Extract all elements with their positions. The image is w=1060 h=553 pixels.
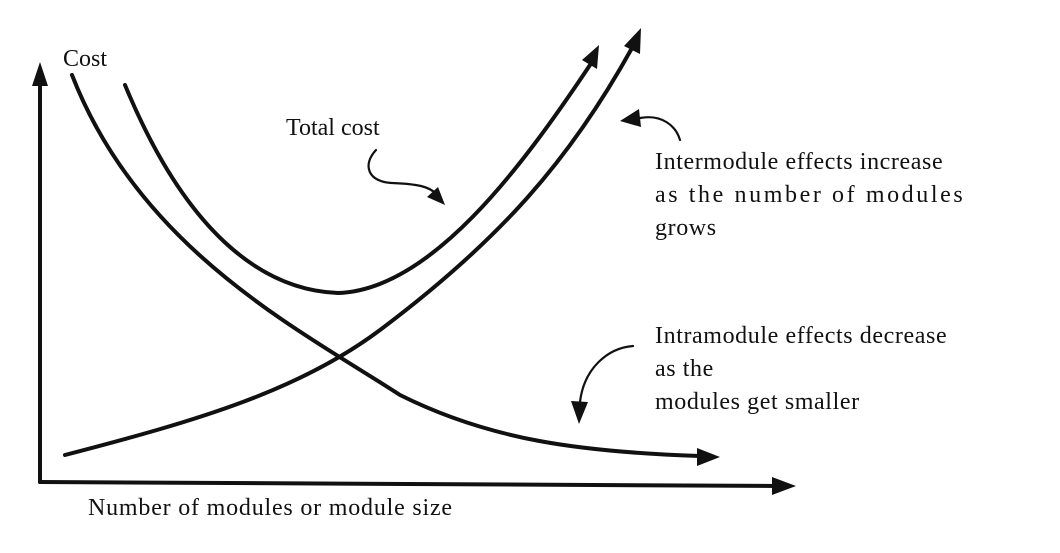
intramodule-effects-curve (70, 73, 702, 458)
intramodule-label-line-2: as the (655, 356, 714, 382)
intramodule-label-line-3: modules get smaller (655, 389, 860, 415)
intramodule-pointer-head (571, 401, 588, 424)
total-cost-label: Total cost (286, 115, 380, 141)
intramodule-effects-label: Intramodule effects decrease as the modu… (655, 320, 947, 419)
intermodule-label-line-1: Intermodule effects increase (655, 149, 944, 175)
intermodule-effects-label: Intermodule effects increase as the numb… (655, 146, 965, 245)
x-axis-arrowhead (772, 477, 796, 495)
intermodule-pointer-head (620, 109, 641, 127)
x-axis-line (38, 480, 782, 488)
total-cost-pointer-head (427, 187, 445, 205)
total-cost-curve (123, 63, 592, 296)
intramodule-pointer-arrow (578, 344, 635, 404)
intermodule-curve-arrowhead (624, 28, 641, 54)
intermodule-pointer-arrow (638, 116, 682, 142)
total-cost-curve-arrowhead (582, 45, 599, 69)
intermodule-label-line-2: as the number of modules (655, 182, 966, 208)
intermodule-effects-curve (63, 46, 634, 457)
y-axis-label: Cost (63, 46, 108, 72)
y-axis-arrowhead (32, 62, 48, 86)
intramodule-label-line-1: Intramodule effects decrease (655, 323, 948, 349)
x-axis-label: Number of modules or module size (88, 495, 453, 521)
total-cost-pointer-arrow (367, 148, 439, 197)
intramodule-curve-arrowhead (697, 448, 720, 466)
intermodule-label-line-3: grows (655, 215, 717, 241)
